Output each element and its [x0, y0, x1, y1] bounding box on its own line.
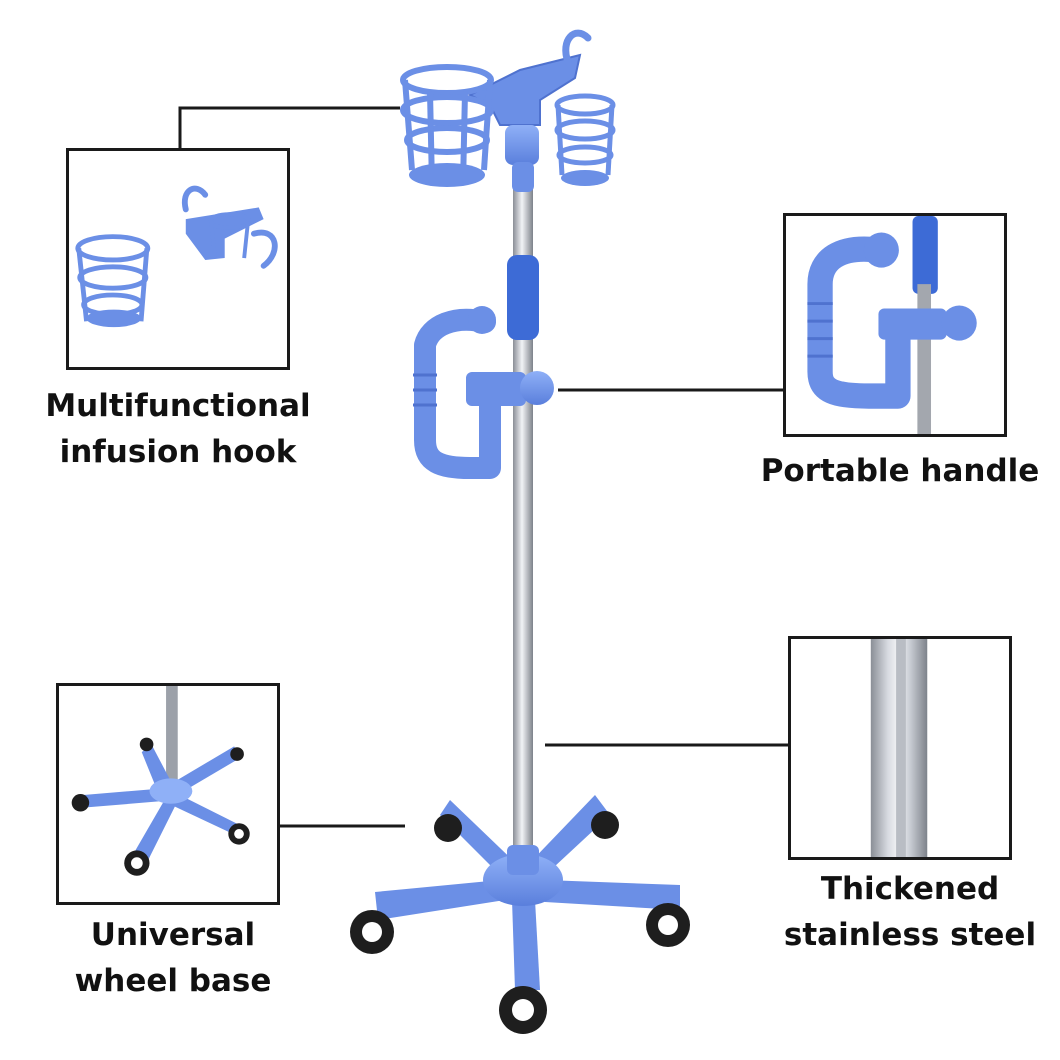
caption-handle-line1: Portable handle — [760, 453, 1040, 489]
detail-box-base — [56, 683, 280, 905]
caption-hook-line2: infusion hook — [59, 434, 297, 470]
caption-steel: Thickened stainless steel — [770, 866, 1050, 958]
infusion-hook-icon — [75, 185, 278, 328]
caption-hook: Multifunctional infusion hook — [30, 383, 326, 475]
steel-pole-icon — [870, 639, 928, 857]
handle-icon — [807, 216, 977, 434]
wheel-base-icon — [350, 795, 690, 1034]
caption-hook-line1: Multifunctional — [45, 388, 311, 424]
caption-handle: Portable handle — [755, 448, 1045, 494]
caption-steel-line2: stainless steel — [783, 917, 1037, 953]
handle-icon — [413, 306, 554, 479]
caption-base: Universal wheel base — [30, 912, 316, 1004]
leader-line-hook — [178, 106, 400, 150]
caption-steel-line1: Thickened — [820, 871, 1000, 907]
pole-grip — [507, 255, 539, 340]
wheel-base-icon — [71, 686, 250, 876]
detail-box-steel — [788, 636, 1012, 860]
infusion-hook-icon — [400, 29, 616, 192]
detail-box-hook — [66, 148, 290, 370]
detail-box-handle — [783, 213, 1007, 437]
caption-base-line1: Universal — [90, 917, 256, 953]
caption-base-line2: wheel base — [74, 963, 272, 999]
